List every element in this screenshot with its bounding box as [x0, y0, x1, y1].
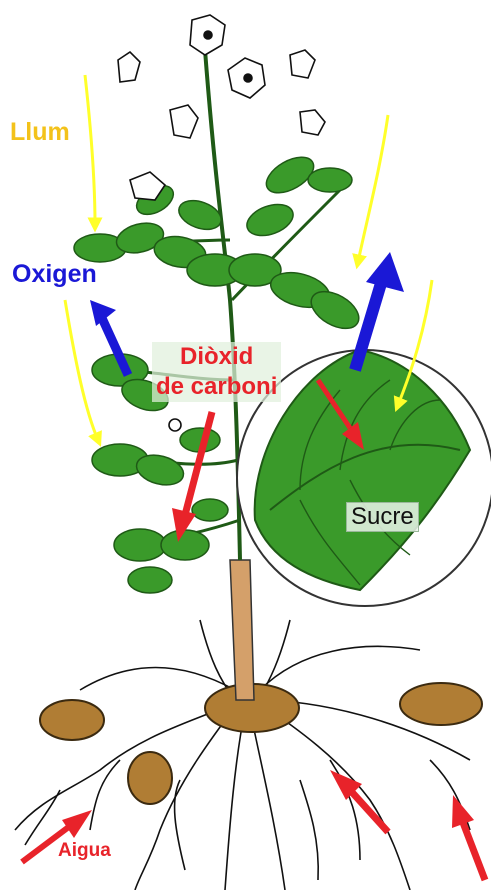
upper-stem — [205, 50, 240, 560]
label-carbon-dioxide-line2: de carboni — [156, 372, 277, 402]
label-light: Llum — [10, 118, 70, 147]
label-oxygen: Oxigen — [12, 260, 97, 289]
label-carbon-dioxide-line1: Diòxid — [156, 342, 277, 372]
label-water: Aigua — [58, 840, 111, 862]
label-carbon-dioxide: Diòxid de carboni — [152, 342, 281, 402]
stem — [230, 560, 254, 700]
label-sugar: Sucre — [346, 502, 419, 532]
potato-tuber-icon — [40, 683, 482, 804]
